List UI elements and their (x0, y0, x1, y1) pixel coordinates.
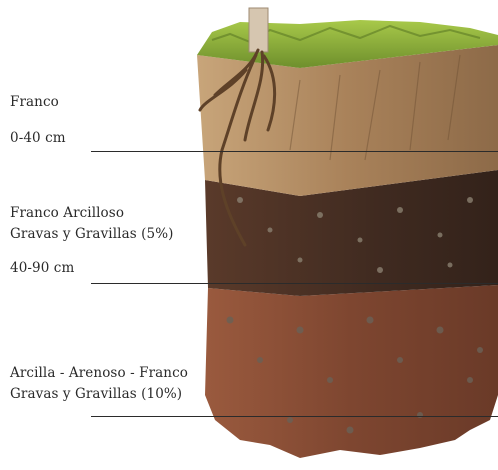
layer-2-boundary-line (91, 283, 498, 284)
layer-1-name: Franco (10, 92, 59, 113)
plant-stem (249, 8, 268, 52)
layer-1-boundary-line (91, 151, 498, 152)
layer-2-depth: 40-90 cm (10, 258, 74, 279)
layer-1-depth: 0-40 cm (10, 128, 66, 149)
layer-3-name-line-2: Gravas y Gravillas (10%) (10, 384, 182, 405)
layer-2-name-line-1: Franco Arcilloso (10, 203, 124, 224)
layer-2-name-line-2: Gravas y Gravillas (5%) (10, 224, 173, 245)
layer-3-name-line-1: Arcilla - Arenoso - Franco (10, 363, 188, 384)
topsoil-layer (197, 45, 498, 196)
layer-3-boundary-line (91, 416, 498, 417)
